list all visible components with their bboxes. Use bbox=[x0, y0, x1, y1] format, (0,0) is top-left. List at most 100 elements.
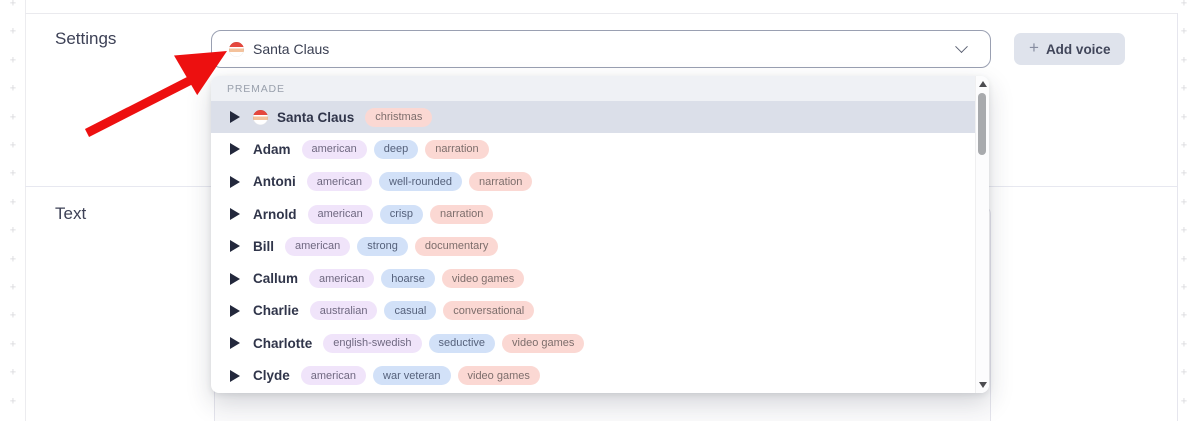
add-voice-label: Add voice bbox=[1045, 41, 1111, 57]
ruler-plus-mark: + bbox=[9, 139, 17, 152]
voice-option-row[interactable]: Charlie australian casual conversational bbox=[211, 295, 989, 327]
scroll-down-icon[interactable] bbox=[978, 382, 987, 388]
scrollbar-thumb[interactable] bbox=[978, 93, 986, 155]
voice-tag-badge: american bbox=[285, 236, 351, 256]
ruler-plus-mark: + bbox=[1180, 0, 1188, 10]
play-preview-icon[interactable] bbox=[230, 143, 240, 156]
voice-tag-badge: narration bbox=[429, 204, 494, 224]
voice-name: Callum bbox=[253, 271, 299, 287]
play-preview-icon[interactable] bbox=[230, 304, 240, 317]
ruler-plus-mark: + bbox=[9, 167, 17, 180]
ruler-plus-mark: + bbox=[9, 196, 17, 209]
ruler-plus-mark: + bbox=[1180, 338, 1188, 351]
voice-tag-badge: war veteran bbox=[373, 366, 451, 386]
ruler-plus-mark: + bbox=[1180, 139, 1188, 152]
ruler-plus-mark: + bbox=[9, 224, 17, 237]
ruler-plus-mark: + bbox=[1180, 25, 1188, 38]
voice-tag-badge: video games bbox=[502, 333, 585, 353]
left-frame-line bbox=[25, 0, 26, 421]
voice-tag-badge: narration bbox=[425, 139, 489, 159]
voice-name: Adam bbox=[253, 141, 291, 157]
voice-select-trigger[interactable]: Santa Claus bbox=[211, 30, 991, 68]
play-preview-icon[interactable] bbox=[230, 369, 240, 382]
voice-tag-badge: narration bbox=[468, 172, 533, 192]
voice-option-row[interactable]: Clyde american war veteran video games bbox=[211, 359, 989, 391]
ruler-plus-mark: + bbox=[1180, 395, 1188, 408]
voice-tag-badge: hoarse bbox=[381, 269, 435, 289]
voice-tag-badge: english-swedish bbox=[323, 333, 422, 353]
voice-tag-badge: documentary bbox=[414, 236, 499, 256]
voice-tag-badge: american bbox=[300, 366, 367, 386]
voice-tag-badge: video games bbox=[457, 366, 540, 386]
settings-section-label: Settings bbox=[55, 29, 117, 48]
ruler-plus-mark: + bbox=[1180, 54, 1188, 67]
santa-emoji-icon bbox=[253, 109, 268, 125]
voice-group-label: PREMADE bbox=[227, 82, 285, 95]
add-voice-button[interactable]: + Add voice bbox=[1014, 33, 1126, 65]
voice-tag-badge: american bbox=[306, 172, 372, 192]
ruler-plus-mark: + bbox=[9, 309, 17, 322]
dropdown-scrollbar[interactable] bbox=[975, 76, 989, 393]
top-frame-line bbox=[25, 13, 1177, 14]
ruler-plus-mark: + bbox=[9, 366, 17, 379]
play-preview-icon[interactable] bbox=[230, 337, 240, 350]
ruler-plus-mark: + bbox=[1180, 224, 1188, 237]
ruler-plus-mark: + bbox=[1180, 82, 1188, 95]
ruler-plus-mark: + bbox=[1180, 167, 1188, 180]
play-preview-icon[interactable] bbox=[230, 208, 240, 221]
santa-emoji-icon bbox=[229, 41, 244, 57]
ruler-plus-mark: + bbox=[9, 253, 17, 266]
ruler-plus-mark: + bbox=[9, 0, 17, 10]
voice-name: Bill bbox=[253, 238, 275, 254]
play-preview-icon[interactable] bbox=[230, 111, 240, 124]
right-frame-line bbox=[1177, 13, 1178, 421]
play-preview-icon[interactable] bbox=[230, 272, 240, 285]
voice-name: Arnold bbox=[253, 206, 297, 222]
ruler-plus-mark: + bbox=[9, 54, 17, 67]
play-preview-icon[interactable] bbox=[230, 240, 240, 253]
voice-tag-badge: conversational bbox=[443, 301, 535, 321]
voice-option-row[interactable]: Adam american deep narration bbox=[211, 133, 989, 165]
voice-tag-badge: casual bbox=[384, 301, 437, 321]
voice-tag-badge: seductive bbox=[428, 333, 496, 353]
ruler-plus-mark: + bbox=[9, 82, 17, 95]
voice-tag-badge: australian bbox=[309, 301, 378, 321]
voice-name: Charlie bbox=[253, 303, 299, 319]
ruler-plus-mark: + bbox=[1180, 281, 1188, 294]
play-preview-icon[interactable] bbox=[230, 175, 240, 188]
voice-option-row[interactable]: Bill american strong documentary bbox=[211, 230, 989, 262]
voice-option-row[interactable]: Callum american hoarse video games bbox=[211, 262, 989, 294]
voice-tag-badge: crisp bbox=[379, 204, 423, 224]
voice-option-row[interactable]: Charlotte english-swedish seductive video g… bbox=[211, 327, 989, 359]
voice-group-header: PREMADE bbox=[211, 76, 989, 101]
voice-option-row[interactable]: Arnold american crisp narration bbox=[211, 198, 989, 230]
ruler-plus-mark: + bbox=[1180, 366, 1188, 379]
chevron-down-icon[interactable] bbox=[955, 39, 968, 53]
voice-name: Clyde bbox=[253, 368, 290, 384]
voice-tag-badge: american bbox=[309, 269, 375, 289]
ruler-plus-mark: + bbox=[1180, 253, 1188, 266]
voice-name: Santa Claus bbox=[277, 109, 355, 125]
voice-tag-badge: deep bbox=[373, 139, 419, 159]
ruler-plus-mark: + bbox=[1180, 196, 1188, 209]
voice-tag-badge: video games bbox=[441, 269, 525, 289]
voice-tag-badge: christmas bbox=[365, 107, 433, 127]
scroll-up-icon[interactable] bbox=[978, 81, 987, 87]
ruler-plus-mark: + bbox=[1180, 309, 1188, 322]
ruler-plus-mark: + bbox=[9, 281, 17, 294]
voice-option-row[interactable]: Santa Claus christmas bbox=[211, 101, 989, 134]
ruler-plus-mark: + bbox=[1180, 111, 1188, 124]
text-section-label: Text bbox=[55, 204, 87, 223]
ruler-plus-mark: + bbox=[9, 111, 17, 124]
voice-name: Charlotte bbox=[253, 335, 313, 351]
ruler-plus-mark: + bbox=[9, 338, 17, 351]
voice-tag-badge: strong bbox=[357, 236, 408, 256]
ruler-plus-mark: + bbox=[9, 25, 17, 38]
voice-tag-badge: american bbox=[301, 139, 367, 159]
ruler-plus-mark: + bbox=[9, 395, 17, 408]
voice-tag-badge: american bbox=[307, 204, 373, 224]
voice-select-value: Santa Claus bbox=[253, 41, 330, 57]
